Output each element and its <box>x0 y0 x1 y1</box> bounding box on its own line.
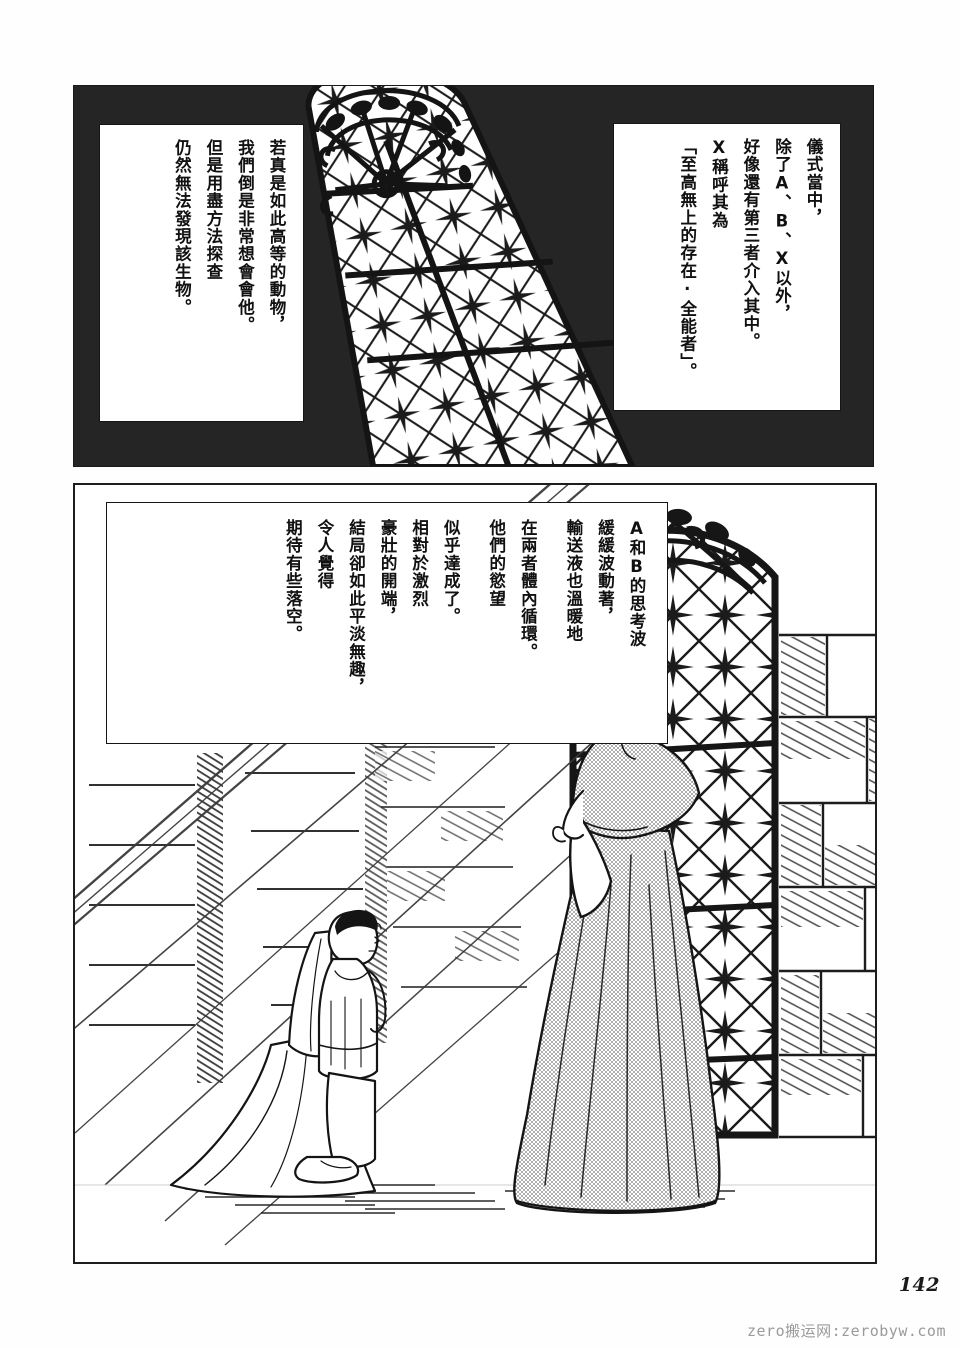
caption-line: 在兩者體內循環。 <box>518 519 538 661</box>
caption-top-left: 若真是如此高等的動物， 我們倒是非常想會會他。 但是用盡方法探查 仍然無法發現該… <box>99 124 304 422</box>
caption-bottom: A和B的思考波 緩緩波動著， 輸送液也溫暖地 在兩者體內循環。 他們的慾望 似乎… <box>106 502 668 744</box>
kneeling-tunic <box>317 957 379 1081</box>
kneeling-hair <box>335 909 378 935</box>
kneeling-shoe <box>294 1155 360 1184</box>
caption-top-right: 儀式當中， 除了A、B、X以外， 好像還有第三者介入其中。 X稱呼其為 「至高無… <box>613 123 841 411</box>
caption-line: 結局卻如此平淡無趣， <box>346 519 366 696</box>
site-watermark: zero搬运网:zerobyw.com <box>747 1322 946 1340</box>
caption-line: 緩緩波動著， <box>595 519 615 626</box>
robe-hood-drape <box>569 813 613 919</box>
stone-wall-left <box>89 743 527 1083</box>
caption-line: X稱呼其為 <box>709 138 729 229</box>
caption-line: 相對於激烈 <box>409 519 429 608</box>
caption-line: 若真是如此高等的動物， <box>267 139 286 334</box>
caption-line: 輸送液也溫暖地 <box>563 519 583 643</box>
caption-line: 但是用盡方法探查 <box>203 139 223 281</box>
caption-line: 「至高無上的存在‧全能者」。 <box>677 138 697 381</box>
window-frame-top <box>305 86 636 466</box>
standing-hand <box>552 826 566 843</box>
caption-line: 令人覺得 <box>314 519 334 590</box>
panel-bottom: A和B的思考波 緩緩波動著， 輸送液也溫暖地 在兩者體內循環。 他們的慾望 似乎… <box>73 483 877 1264</box>
window-mullions <box>383 139 512 466</box>
caption-line: 期待有些落空。 <box>283 519 303 643</box>
caption-line: 仍然無法發現該生物。 <box>172 139 192 316</box>
caption-line: 豪壯的開端， <box>378 519 398 626</box>
pilaster-shadow-2 <box>365 743 387 1043</box>
window-tracery-top <box>313 88 462 217</box>
panel-top: 若真是如此高等的動物， 我們倒是非常想會會他。 但是用盡方法探查 仍然無法發現該… <box>73 85 874 467</box>
caption-line: A和B的思考波 <box>627 519 646 648</box>
window-tracery-beads <box>325 95 472 183</box>
caption-line: 似乎達成了。 <box>441 519 461 626</box>
kneeling-figure <box>169 909 387 1198</box>
caption-line: 他們的慾望 <box>486 519 506 608</box>
kneeling-legs <box>325 1071 377 1168</box>
stone-wall-right <box>779 633 875 1139</box>
caption-line: 除了A、B、X以外， <box>772 138 792 323</box>
page-number: 142 <box>898 1274 940 1296</box>
caption-line: 我們倒是非常想會會他。 <box>235 139 255 334</box>
robe-body <box>513 825 721 1214</box>
caption-line: 好像還有第三者介入其中。 <box>740 138 760 351</box>
caption-line: 儀式當中， <box>804 138 823 227</box>
